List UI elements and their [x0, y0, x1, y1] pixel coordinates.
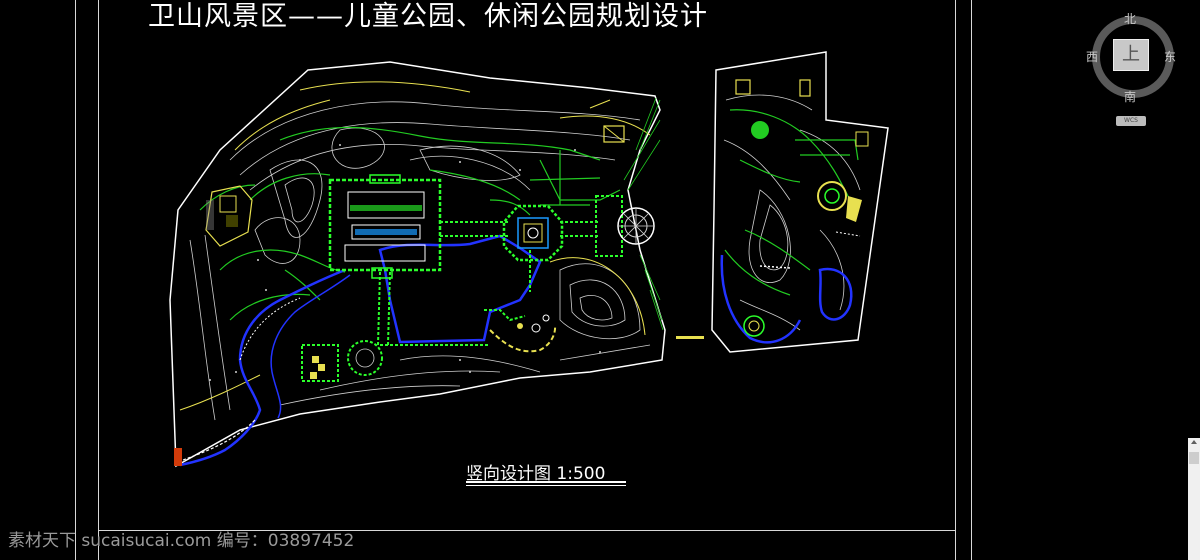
caption-underline [466, 481, 626, 483]
main-park [169, 61, 704, 468]
frame-right-outer [971, 0, 972, 560]
stair-slope [623, 97, 664, 331]
circle-plaza [347, 340, 383, 376]
corner-marker [174, 448, 182, 466]
central-building [328, 174, 442, 279]
north-label[interactable]: 北 [1124, 12, 1137, 26]
leisure-features [735, 79, 869, 337]
scrollbar-thumb[interactable] [1189, 452, 1199, 464]
frame-left-inner [98, 0, 99, 560]
east-label[interactable]: 东 [1164, 50, 1177, 64]
octagon-plaza [502, 204, 564, 262]
view-cube[interactable]: 上 北 南 东 西 WCS [1086, 10, 1176, 130]
south-label[interactable]: 南 [1124, 90, 1137, 104]
leisure-park [711, 51, 889, 353]
elevation-marks [209, 144, 601, 381]
caption-underline-thin [466, 485, 626, 486]
drawing-caption: 竖向设计图 1:500 [466, 464, 606, 484]
compass-ring[interactable] [1092, 16, 1174, 98]
leisure-contours [723, 94, 861, 331]
west-label[interactable]: 西 [1086, 50, 1099, 64]
frame-left-outer [75, 0, 76, 560]
frame-right-inner [955, 0, 956, 560]
top-face[interactable]: 上 [1113, 39, 1149, 71]
main-park-boundary [169, 61, 666, 468]
watermark-text: 素材天下 sucaisucai.com 编号：03897452 [8, 531, 355, 551]
scroll-up-icon[interactable] [1190, 438, 1198, 446]
east-entrance [595, 195, 655, 257]
west-building [205, 185, 253, 247]
play-area-left [301, 344, 339, 382]
drawing-title: 卫山风景区——儿童公园、休闲公园规划设计 [148, 1, 708, 32]
wcs-button[interactable]: WCS [1116, 116, 1146, 126]
contour-lines [189, 101, 651, 421]
frame-bottom [98, 530, 956, 531]
play-area-right [484, 309, 557, 353]
leisure-park-boundary [711, 51, 889, 353]
north-building [603, 125, 625, 143]
leisure-water [720, 254, 853, 344]
leisure-paths [724, 109, 859, 296]
bridge [676, 336, 704, 339]
green-paths [199, 126, 621, 321]
vertical-scrollbar[interactable] [1188, 438, 1200, 560]
walkways [377, 221, 600, 346]
